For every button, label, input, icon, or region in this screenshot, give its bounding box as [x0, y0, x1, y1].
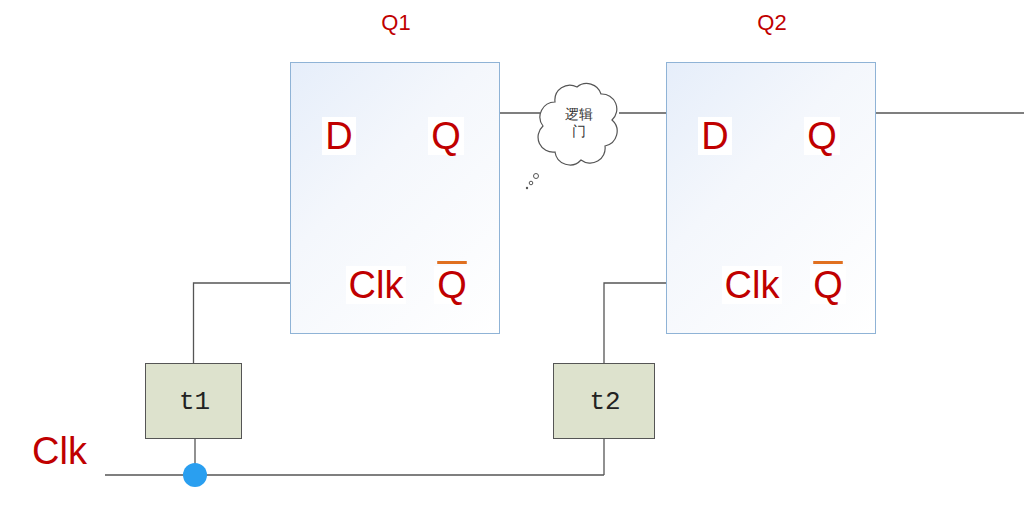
wire [194, 283, 291, 363]
gate-label: 逻辑门 [564, 106, 594, 141]
pin-label: Q [428, 117, 464, 155]
clock-wire [105, 474, 604, 475]
pin-label: Clk [346, 266, 407, 304]
pin-label: Q [804, 117, 840, 155]
pin-label: Q [434, 266, 470, 304]
clock-wire [603, 439, 604, 475]
junction-dot [183, 463, 207, 487]
cloud-bubble [526, 187, 528, 189]
logic-cloud: 逻辑门 [537, 80, 619, 166]
delay-label: t1 [179, 389, 210, 415]
delay-label: t2 [589, 389, 620, 415]
pin-label: D [322, 117, 355, 155]
wire [604, 283, 666, 363]
pin-label: Clk [722, 266, 783, 304]
flip-flop-name: Q1 [369, 8, 422, 38]
wire [500, 112, 540, 113]
flip-flop-box: Q1DQClkQ [290, 62, 500, 334]
flip-flop-box: Q2DQClkQ [666, 62, 876, 334]
pin-label: Q [810, 266, 846, 304]
output-wire [876, 112, 1024, 113]
wire [619, 112, 669, 113]
delay-box: t1 [145, 363, 242, 439]
signal-name: Clk [20, 420, 99, 482]
cloud-bubble [534, 174, 539, 179]
pin-label: D [698, 117, 731, 155]
delay-box: t2 [553, 363, 655, 439]
flip-flop-name: Q2 [745, 8, 798, 38]
cloud-bubble [529, 181, 533, 185]
